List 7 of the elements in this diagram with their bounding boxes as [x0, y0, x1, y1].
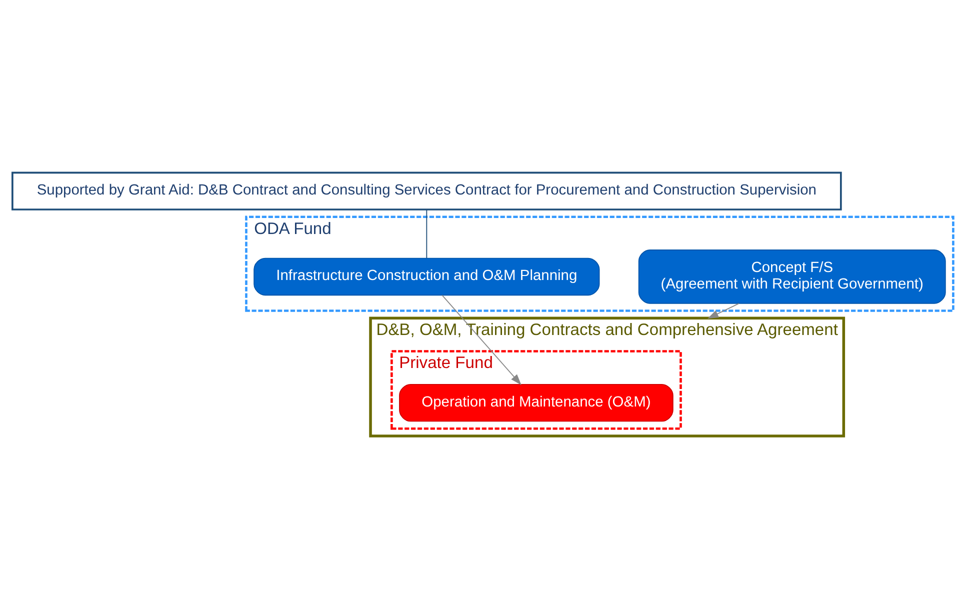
node-box: Concept F/S (Agreement with Recipient Government) [638, 250, 946, 304]
node-box: Operation and Maintenance (O&M) [399, 384, 674, 422]
connector [426, 209, 428, 258]
node-box: Infrastructure Construction and O&M Planning [254, 258, 600, 296]
arrow [442, 294, 522, 386]
arrow [707, 303, 740, 319]
node-box: Supported by Grant Aid: D&B Contract and Consulting Services Contract for Procurement and Construction Supervision [12, 172, 842, 210]
